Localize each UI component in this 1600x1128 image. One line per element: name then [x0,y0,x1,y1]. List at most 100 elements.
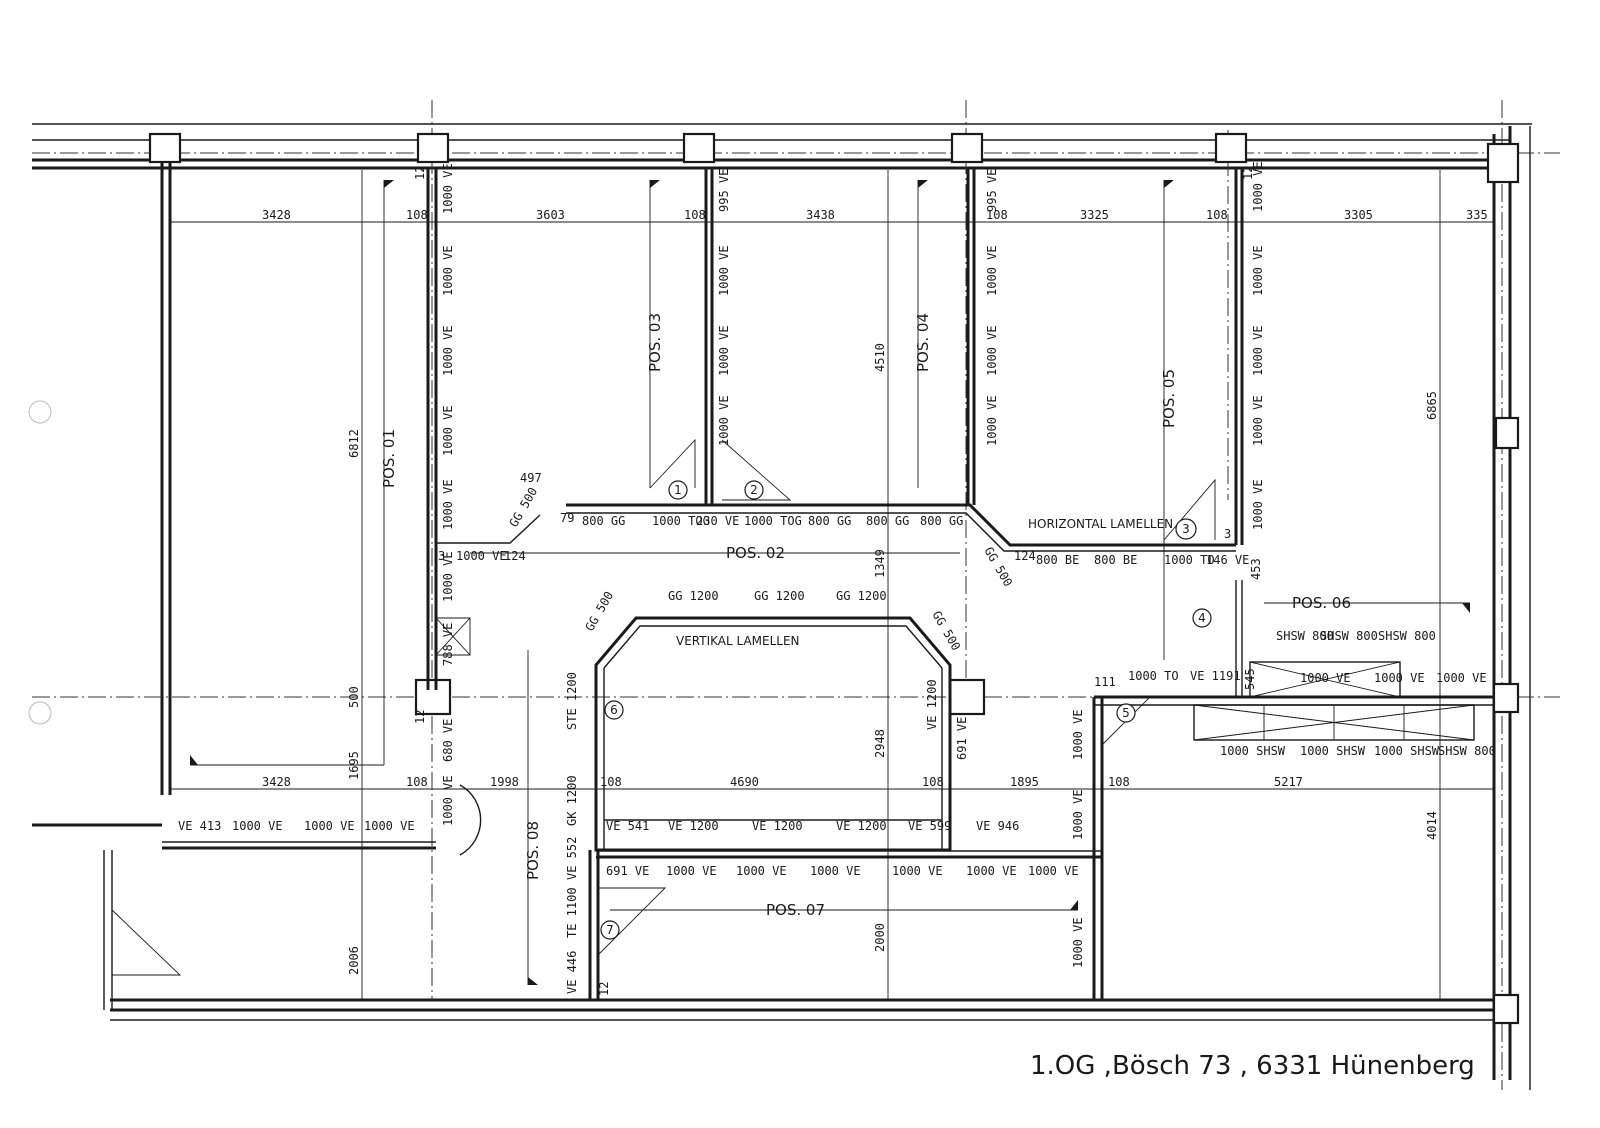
panel-ve-1000: 1000 VE [985,245,999,296]
panel-tog-1000: 1000 TOG [652,514,710,528]
marker-6: 6 [610,703,618,717]
num-3: 3 [438,549,445,563]
panel-ve-1000: 1000 VE [717,395,731,446]
panel-ve-946: VE 946 [976,819,1019,833]
punch-hole-bottom [28,701,52,725]
panel-ve-1000: 1000 VE [441,245,455,296]
panel-ve-1000: 1000 VE [985,325,999,376]
panel-ve-1000-v: 1000 VE [1071,789,1085,840]
panel-ve-146: 146 VE [1206,553,1249,567]
dim-108-b: 108 [684,208,706,222]
pos-02-label: POS. 02 [726,544,785,562]
num-124: 124 [1014,549,1036,563]
panel-shsw-1000: 1000 SHSW [1374,744,1440,758]
panel-ve-230: 230 VE [696,514,739,528]
dim-12-a: 12 [413,166,427,180]
num-3: 3 [1224,527,1231,541]
panel-shsw-800: SHSW 800 [1276,629,1334,643]
panel-labels-island: GG 1200 GG 1200 GG 1200 GG 500 GG 500 ST… [565,589,1019,994]
pos-03-label: POS. 03 [646,313,664,372]
partitions [162,168,1494,1000]
panel-be-800: 800 BE [1094,553,1137,567]
position-labels: POS. 01 POS. 03 POS. 04 POS. 05 POS. 08 … [380,313,1351,919]
panel-ste-1200: STE 1200 [565,672,579,730]
panel-ve-1000-v: 1000 VE [1071,709,1085,760]
panel-shsw-800-b: SHSW 800 [1438,744,1496,758]
num-111: 111 [1094,675,1116,689]
panel-ve-1000: 1000 VE [1251,479,1265,530]
panel-gg-1200: GG 1200 [668,589,719,603]
panel-ve-1000-s: 1000 VE [1300,671,1351,685]
num-497: 497 [520,471,542,485]
dimension-lines [170,170,1494,1000]
panel-ve-1000: 1000 VE [441,405,455,456]
panel-ve-552: VE 552 [565,837,579,880]
panel-ve-413: VE 413 [178,819,221,833]
dim-1998: 1998 [490,775,519,789]
panel-ve-446: VE 446 [565,951,579,994]
panel-ve-1191: VE 1191 [1190,669,1241,683]
panel-to-1000-r: 1000 TO [1128,669,1179,683]
dim-108-f: 108 [600,775,622,789]
panel-to-1000: 1000 TO [1164,553,1215,567]
dim-108-d: 108 [1206,208,1228,222]
panel-ve-1000-v: 1000 VE [1071,917,1085,968]
pos-06-label: POS. 06 [1292,594,1351,612]
pos-07-label: POS. 07 [766,901,825,919]
panel-gg-1200: GG 1200 [754,589,805,603]
marker-circles: 1 2 3 4 5 6 7 [600,480,1212,940]
panel-ve-1000: 1000 VE [441,325,455,376]
door-triangles [435,438,1216,956]
panel-ve-1000: 1000 VE [1251,325,1265,376]
position-lines [190,180,1470,985]
plan-title: 1.OG ,Bösch 73 , 6331 Hünenberg [1030,1051,1475,1081]
panel-te-1100: TE 1100 [565,887,579,938]
panel-gg-1200: GG 1200 [836,589,887,603]
panel-ve-1000: 1000 VE [1251,395,1265,446]
num-79: 79 [560,511,574,525]
dim-4690: 4690 [730,775,759,789]
panel-ve-1000: 1000 VE [892,864,943,878]
dim-3438: 3438 [806,208,835,222]
pos-08-label: POS. 08 [524,821,542,880]
panel-ve-1000: 1000 VE [810,864,861,878]
dim-108-h: 108 [1108,775,1130,789]
panel-ve-788: 788 VE [441,623,455,666]
panel-ve-1000-c: 1000 VE [456,549,507,563]
panel-gk-1200: GK 1200 [565,775,579,826]
panel-labels-middle: 995 VE 1000 VE 1000 VE 1000 VE 995 VE 10… [717,161,1265,530]
dim-4014: 4014 [1425,811,1439,840]
dim-1349: 1349 [873,549,887,578]
panel-ve-1000: 1000 VE [717,325,731,376]
dim-6812: 6812 [347,429,361,458]
panel-gg-800: 800 GG [866,514,909,528]
dim-4510: 4510 [873,343,887,372]
panel-tog-1000: 1000 TOG [744,514,802,528]
facade-right [1492,100,1531,1090]
marker-1: 1 [674,483,682,497]
panel-gg-800: 800 GG [582,514,625,528]
facade-bottom [110,998,1496,1021]
panel-ve-599: VE 599 [908,819,951,833]
panel-ve-691-r: 691 VE [955,717,969,760]
dim-108-g: 108 [922,775,944,789]
dim-2006: 2006 [347,946,361,975]
panel-ve-1200-r: VE 1200 [925,679,939,730]
panel-ve-1200: VE 1200 [668,819,719,833]
dim-2948: 2948 [873,729,887,758]
panel-shsw-1000: 1000 SHSW [1220,744,1286,758]
panel-ve-1000: 1000 VE [441,163,455,214]
panel-ve-691: 691 VE [606,864,649,878]
pos-01-label: POS. 01 [380,429,398,488]
num-545: 545 [1243,668,1257,690]
dim-3305: 3305 [1344,208,1373,222]
dim-335: 335 [1466,208,1488,222]
marker-3: 3 [1182,522,1190,536]
dim-3603: 3603 [536,208,565,222]
panel-gg-500: GG 500 [582,589,616,634]
panel-gg-800: 800 GG [920,514,963,528]
facade-top [32,123,1560,170]
panel-ve-1000: 1000 VE [441,479,455,530]
horizontal-lamellen-label: HORIZONTAL LAMELLEN [1028,517,1173,531]
dim-3325: 3325 [1080,208,1109,222]
